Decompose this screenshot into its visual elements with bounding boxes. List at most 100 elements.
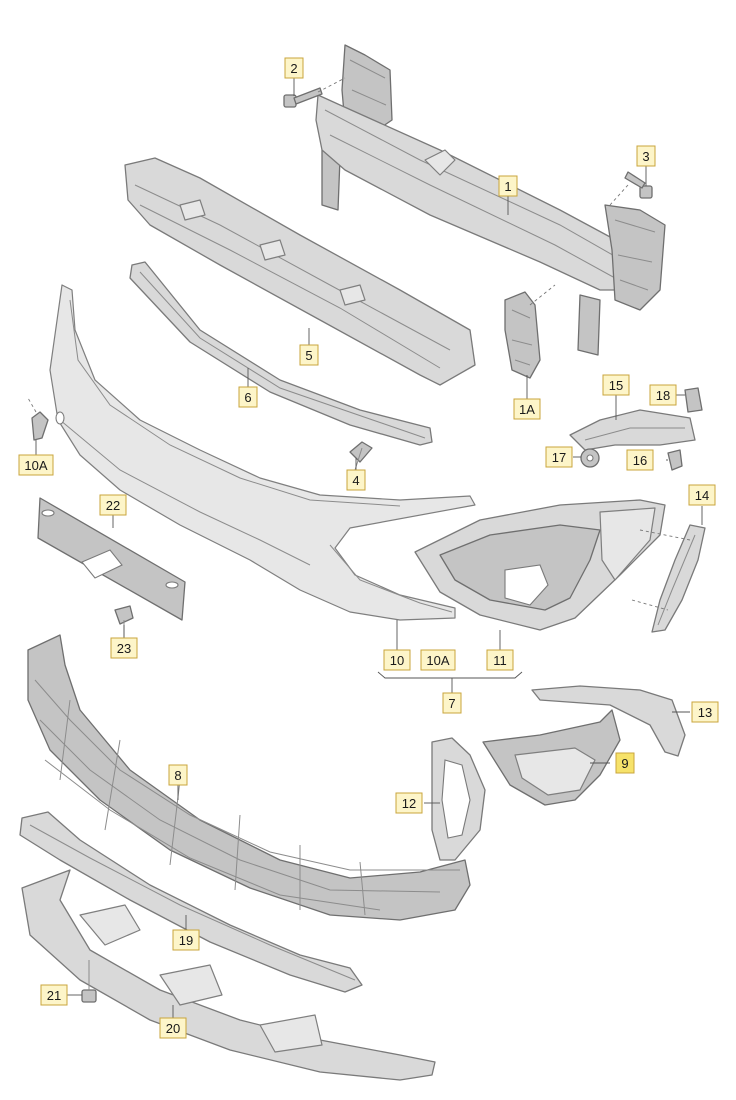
- callout-3[interactable]: 3: [636, 145, 656, 167]
- callout-8[interactable]: 8: [168, 764, 188, 786]
- part-12-fog-light-frame[interactable]: [431, 737, 486, 861]
- callout-text: 16: [633, 453, 647, 468]
- callout-box: [688, 484, 716, 506]
- callout-11[interactable]: 11: [486, 649, 514, 671]
- callout-text: 2: [290, 61, 297, 76]
- callout-text: 5: [305, 348, 312, 363]
- part-20-skid-plate[interactable]: [21, 869, 436, 1081]
- callout-box: [172, 929, 200, 951]
- callout-text: 18: [656, 388, 670, 403]
- callout-text: 9: [621, 756, 628, 771]
- callout-20[interactable]: 20: [159, 1017, 187, 1039]
- callout-text: 20: [166, 1021, 180, 1036]
- part-5-energy-absorber[interactable]: [124, 157, 476, 386]
- callout-9[interactable]: 9: [615, 752, 635, 774]
- part-1-reinforcement-beam[interactable]: [315, 44, 666, 356]
- callout-box: [626, 449, 654, 471]
- leader-lines: [27, 77, 703, 1018]
- callout-text: 1A: [519, 402, 535, 417]
- callout-16[interactable]: 16: [626, 449, 654, 471]
- part-11-grille-surround[interactable]: [414, 499, 666, 631]
- callout-text: 3: [642, 149, 649, 164]
- callout-text: 19: [179, 933, 193, 948]
- callout-box: [18, 454, 54, 476]
- callout-box: [498, 175, 518, 197]
- callout-box: [40, 984, 68, 1006]
- callout-text: 13: [698, 705, 712, 720]
- callout-10a-left[interactable]: 10A: [18, 454, 54, 476]
- callout-22[interactable]: 22: [99, 494, 127, 516]
- callout-box: [395, 792, 423, 814]
- callout-box: [284, 57, 304, 79]
- callout-box: [168, 764, 188, 786]
- callout-box: [691, 701, 719, 723]
- part-1a-side-bracket[interactable]: [504, 291, 541, 379]
- callout-12[interactable]: 12: [395, 792, 423, 814]
- callout-box: [602, 374, 630, 396]
- callout-7[interactable]: 7: [442, 692, 462, 714]
- part-14-side-strip[interactable]: [651, 524, 706, 633]
- callout-box: [442, 692, 462, 714]
- callout-box: [110, 637, 138, 659]
- callout-box: [513, 398, 541, 420]
- callout-box: [159, 1017, 187, 1039]
- callout-box: [299, 344, 319, 366]
- part-8-lower-grille[interactable]: [27, 634, 471, 921]
- part-3-bolt[interactable]: [624, 171, 653, 199]
- callout-21[interactable]: 21: [40, 984, 68, 1006]
- callout-text: 10A: [24, 458, 47, 473]
- callout-box: [615, 752, 635, 774]
- callout-box: [238, 386, 258, 408]
- callout-17[interactable]: 17: [545, 446, 573, 468]
- callout-text: 17: [552, 450, 566, 465]
- part-2-bolt[interactable]: [283, 87, 323, 108]
- callout-box: [346, 469, 366, 491]
- part-21-screw[interactable]: [81, 960, 97, 1003]
- part-4-clip[interactable]: [349, 441, 373, 471]
- callout-box: [636, 145, 656, 167]
- callout-text: 11: [493, 653, 507, 668]
- callout-23[interactable]: 23: [110, 637, 138, 659]
- callout-text: 8: [174, 768, 181, 783]
- callout-text: 22: [106, 498, 120, 513]
- callout-text: 14: [695, 488, 709, 503]
- callout-text: 1: [504, 179, 511, 194]
- part-9-air-duct[interactable]: [482, 709, 621, 806]
- part-13-side-trim[interactable]: [531, 685, 686, 757]
- callout-19[interactable]: 19: [172, 929, 200, 951]
- part-6-trim-strip[interactable]: [129, 261, 433, 446]
- callout-text: 12: [402, 796, 416, 811]
- callout-1[interactable]: 1: [498, 175, 518, 197]
- part-17-nut[interactable]: [580, 448, 600, 468]
- callout-text: 6: [244, 390, 251, 405]
- part-19-lower-trim-strip[interactable]: [19, 811, 363, 993]
- callout-4[interactable]: 4: [346, 469, 366, 491]
- callout-6[interactable]: 6: [238, 386, 258, 408]
- part-10-bumper-cover[interactable]: [49, 284, 476, 621]
- callout-15[interactable]: 15: [602, 374, 630, 396]
- callout-text: 23: [117, 641, 131, 656]
- part-16-clip[interactable]: [667, 449, 683, 471]
- callout-box: [649, 384, 677, 406]
- part-10a-side-clip[interactable]: [31, 411, 49, 441]
- callout-text: 4: [352, 473, 359, 488]
- callout-10a-bottom[interactable]: 10A: [420, 649, 456, 671]
- callout-box: [486, 649, 514, 671]
- part-15-mount-bracket[interactable]: [569, 409, 696, 451]
- callout-box: [383, 649, 411, 671]
- callout-5[interactable]: 5: [299, 344, 319, 366]
- callout-10[interactable]: 10: [383, 649, 411, 671]
- callout-text: 10: [390, 653, 404, 668]
- callout-14[interactable]: 14: [688, 484, 716, 506]
- part-22-licence-plate-holder[interactable]: [37, 497, 186, 621]
- callout-13[interactable]: 13: [691, 701, 719, 723]
- callout-box: [545, 446, 573, 468]
- callout-1a[interactable]: 1A: [513, 398, 541, 420]
- callout-18[interactable]: 18: [649, 384, 677, 406]
- callout-text: 21: [47, 988, 61, 1003]
- callout-2[interactable]: 2: [284, 57, 304, 79]
- part-18-clip[interactable]: [684, 387, 703, 413]
